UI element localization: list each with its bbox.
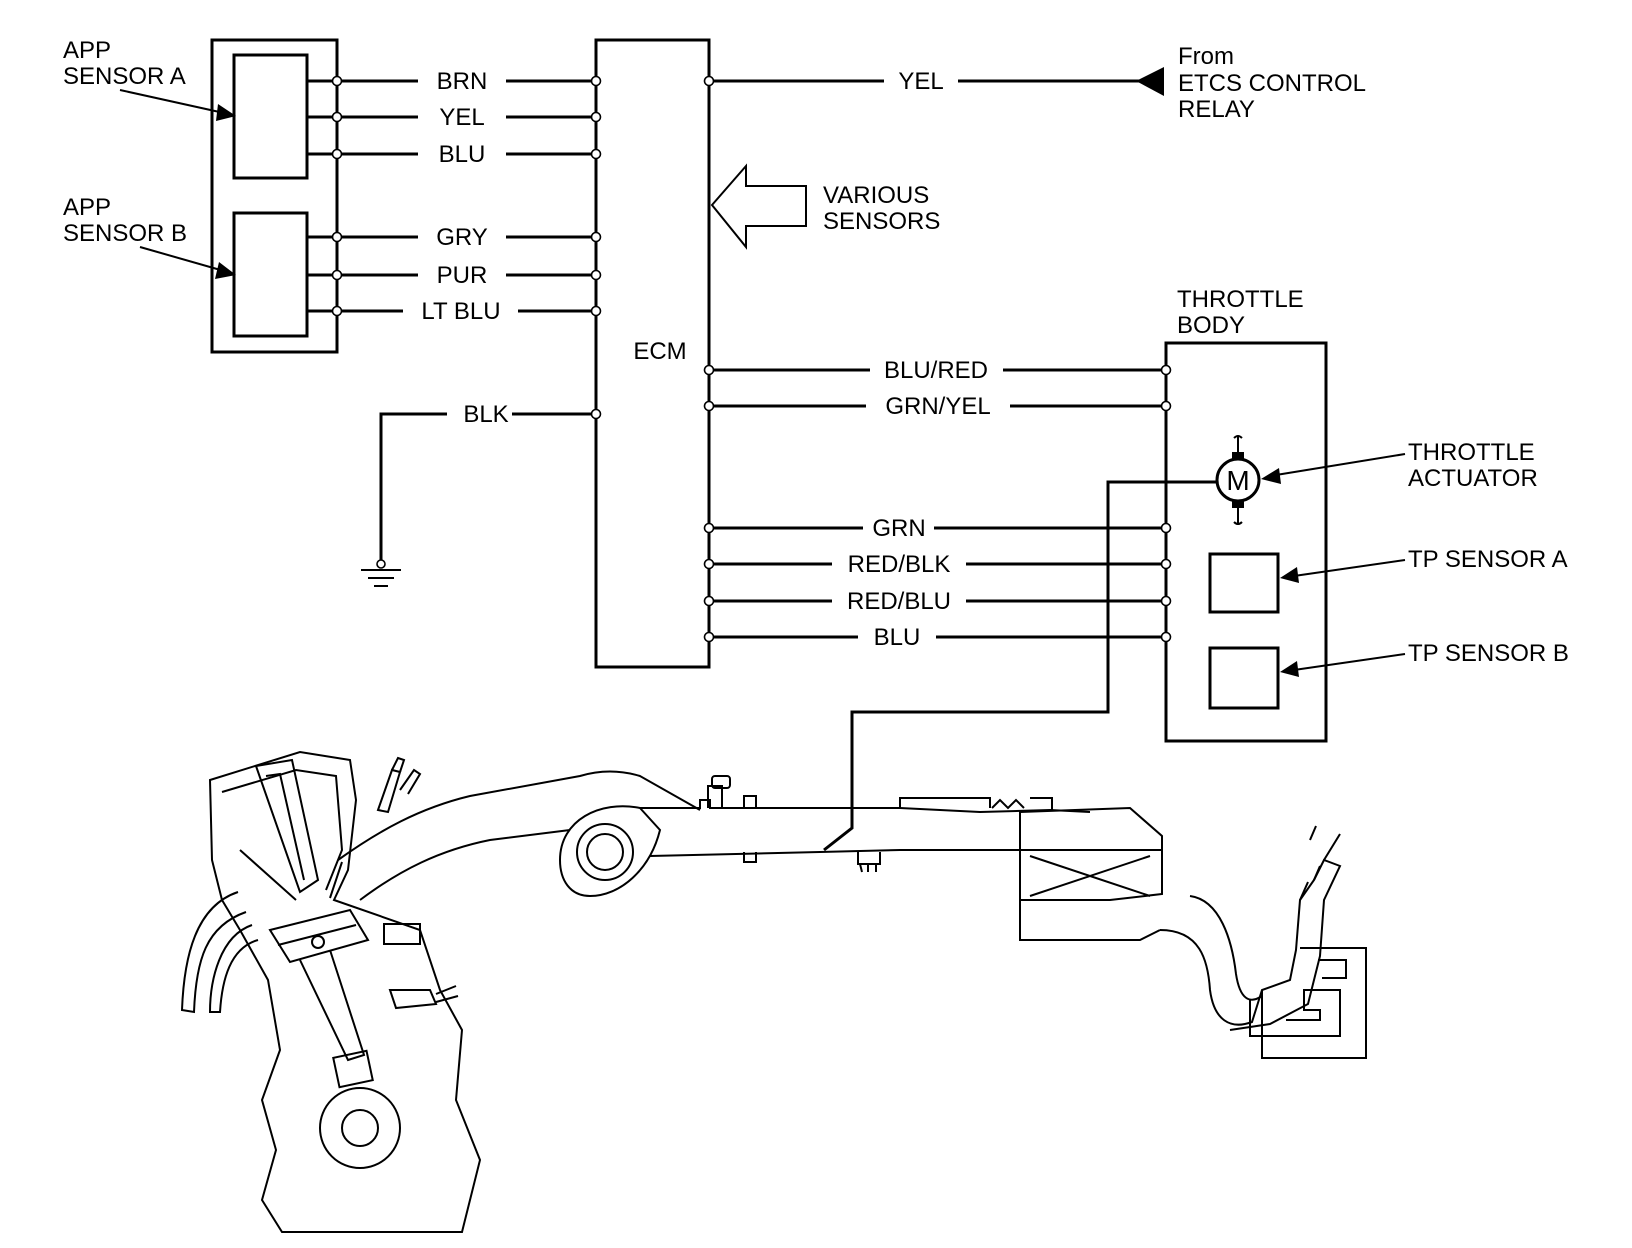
motor-symbol: M [1226, 465, 1249, 496]
actuator-wires [709, 368, 1166, 408]
ground-wire [376, 412, 596, 569]
ecm-box [594, 38, 711, 669]
wire-label-brn: BRN [437, 68, 488, 95]
wire-label-yel-app: YEL [439, 104, 484, 131]
relay-wire [709, 67, 1164, 96]
wire-label-yel-relay: YEL [898, 68, 943, 95]
app-sensor-b-box [232, 211, 309, 338]
app-connector-pins [331, 75, 343, 317]
throttle-motor: M [1215, 435, 1261, 525]
wire-label-blu-tp: BLU [874, 624, 921, 651]
wire-label-gry: GRY [436, 224, 488, 251]
wire-label-red-blu: RED/BLU [847, 588, 951, 615]
wire-label-blk: BLK [463, 401, 508, 428]
tp-sensor-b-leader [1280, 653, 1406, 677]
app-sensor-unit [210, 38, 339, 354]
wire-label-grn: GRN [872, 515, 925, 542]
tp-sensor-a-box [1208, 552, 1280, 614]
from-relay-label-line1: From [1178, 43, 1234, 70]
wire-label-pur: PUR [437, 262, 488, 289]
app-sensor-b-label-line1: APP [63, 194, 111, 221]
ground-symbol [361, 569, 401, 587]
tp-sensor-b-label: TP SENSOR B [1408, 640, 1569, 667]
throttle-body-box [1164, 341, 1328, 743]
tp-sensor-a-label: TP SENSOR A [1408, 546, 1568, 573]
tp-sensor-b-box [1208, 646, 1280, 710]
engine-intake-illustration [180, 750, 1367, 1233]
wire-label-blu-app: BLU [439, 141, 486, 168]
wire-label-blu-red: BLU/RED [884, 357, 988, 384]
throttle-actuator-leader [1261, 453, 1406, 484]
actuator-link [823, 480, 1217, 852]
app-sensor-a-leader [119, 89, 236, 121]
tp-wires [709, 526, 1166, 639]
wire-label-grn-yel: GRN/YEL [885, 393, 990, 420]
wire-label-lt-blu: LT BLU [421, 298, 500, 325]
ecm-pins [590, 75, 715, 643]
various-sensors-label-line1: VARIOUS [823, 182, 929, 209]
app-wires [337, 79, 596, 313]
throttle-body-pins [1160, 364, 1172, 643]
app-sensor-a-label-line2: SENSOR A [63, 63, 186, 90]
wire-label-red-blk: RED/BLK [848, 551, 951, 578]
throttle-actuator-label-line2: ACTUATOR [1408, 465, 1538, 492]
tp-sensor-a-leader [1280, 559, 1406, 583]
various-sensors-label-line2: SENSORS [823, 208, 940, 235]
app-sensor-b-label-line2: SENSOR B [63, 220, 187, 247]
app-sensor-a-label-line1: APP [63, 37, 111, 64]
throttle-body-label-line1: THROTTLE [1177, 286, 1304, 313]
ecm-label: ECM [633, 338, 686, 365]
throttle-body-label-line2: BODY [1177, 312, 1245, 339]
throttle-actuator-label-line1: THROTTLE [1408, 439, 1535, 466]
from-relay-label-line3: RELAY [1178, 96, 1255, 123]
various-sensors-arrow [710, 163, 807, 250]
from-relay-label-line2: ETCS CONTROL [1178, 70, 1366, 97]
app-sensor-a-box [232, 53, 309, 180]
app-sensor-b-leader [139, 246, 236, 279]
